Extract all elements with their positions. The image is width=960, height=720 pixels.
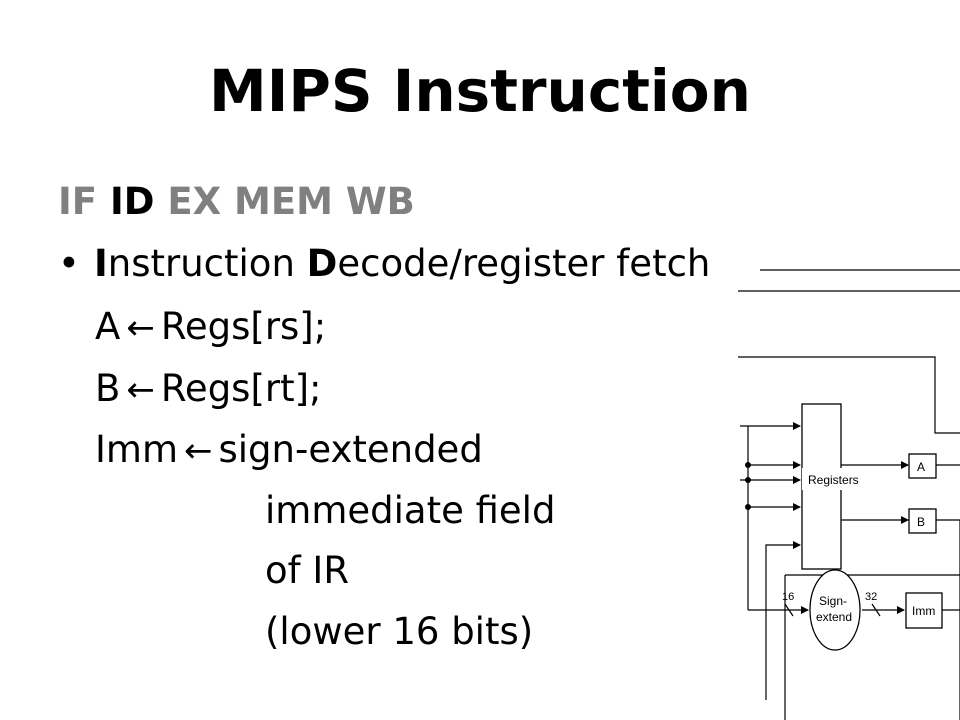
b-target: B [95,367,121,410]
sign-extend-label-2: extend [816,610,852,624]
registers-label-bg [802,468,864,490]
junction-dot [745,477,751,483]
bullet-d-letter: D [306,242,338,285]
registers-label: Registers [808,473,859,487]
a-target: A [95,305,121,348]
slide-title: MIPS Instruction [209,57,751,125]
register-b-block [908,508,937,534]
bullet-part2: ecode/register fetch [337,242,711,285]
register-a-block [908,453,937,479]
pipeline-stages: IF ID EX MEM WB [58,178,415,226]
line-a-assign: A←Regs[rs]; [95,303,326,352]
imm-block [905,592,943,629]
sign-extend-label-1: Sign- [819,594,847,608]
wire-right-down [738,356,960,434]
bullet-symbol: • [58,242,80,285]
line-imm-cont-1: immediate field [265,489,556,532]
imm-block-label: Imm [912,604,935,618]
line-b-assign: B←Regs[rt]; [95,365,322,414]
sign-extend-block [809,569,861,651]
imm-target: Imm [95,428,178,471]
left-arrow-icon: ← [184,431,213,471]
bits-out-label: 32 [865,591,877,603]
bits-in-label: 16 [782,591,794,603]
bullet-instruction-decode: • Instruction Decode/register fetch [58,240,710,288]
wire-reg-in-5 [765,541,801,700]
junction-dot [745,504,751,510]
a-source: Regs[rs]; [160,305,327,348]
stage-ex: EX [167,180,222,223]
line-imm-assign: Imm←sign-extended [95,426,483,475]
imm-source: sign-extended [218,428,483,471]
bullet-i-letter: I [94,242,108,285]
stage-id: ID [109,180,155,223]
junction-dot [745,462,751,468]
bit-slash-32 [871,603,881,617]
b-source: Regs[rt]; [160,367,322,410]
line-imm-cont-2: of IR [265,549,350,592]
left-arrow-icon: ← [126,308,155,348]
bit-slash-16 [784,603,794,617]
b-block-label: B [917,515,925,529]
a-block-label: A [917,460,925,474]
stage-mem: MEM [234,180,333,223]
stage-if: IF [58,180,98,223]
stage-wb: WB [345,180,415,223]
left-arrow-icon: ← [126,370,155,410]
line-imm-cont-3: (lower 16 bits) [265,610,534,653]
bullet-part1: nstruction [107,242,307,285]
